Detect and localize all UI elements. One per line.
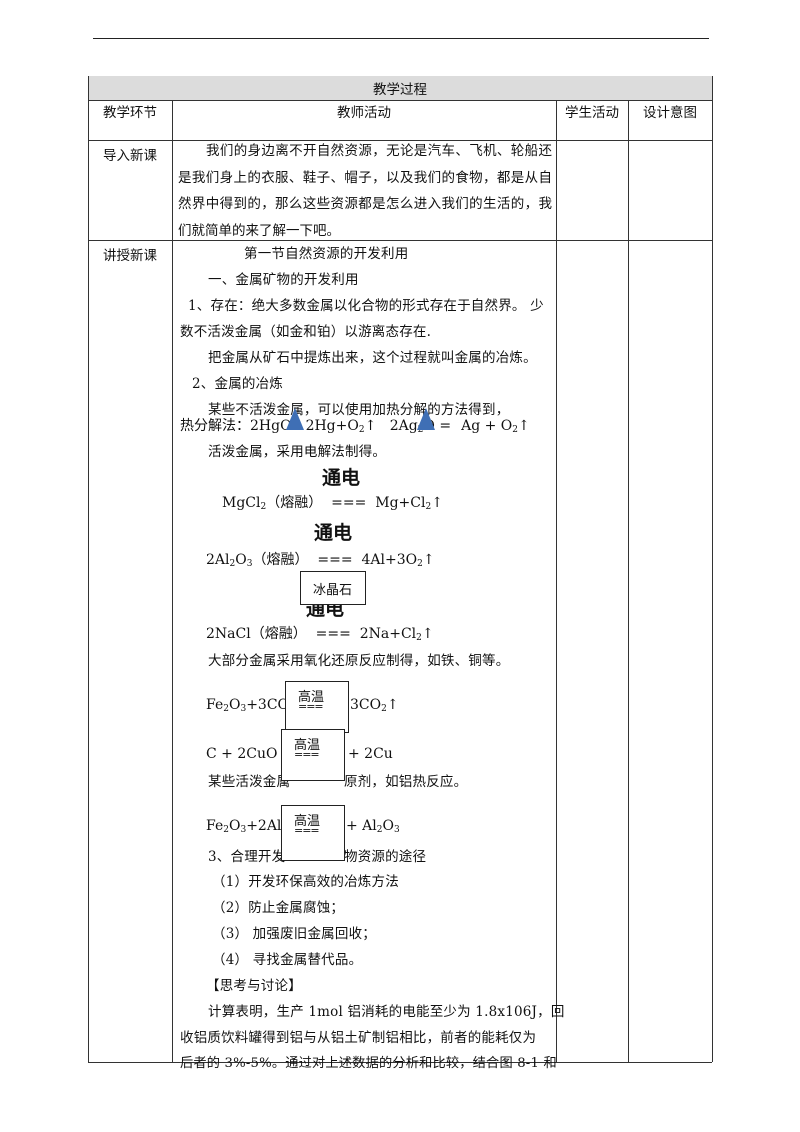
heat-triangle-icon	[286, 408, 304, 430]
c-cuo-products: + 2Cu	[348, 746, 393, 762]
fe-co-products: 3CO2↑	[350, 697, 399, 714]
lesson-table: 教学过程 教学环节 教师活动 学生活动 设计意图 导入新课 我们的身边离不开自然…	[88, 76, 713, 1063]
approach-item-2: （2）防止金属腐蚀；	[212, 900, 345, 916]
row-label-teach: 讲授新课	[103, 248, 157, 264]
electrolysis-condition: 通电	[314, 522, 353, 544]
exist-line-2: 数不活泼金属（如金和铂）以游离态存在.	[180, 324, 432, 340]
c-cuo-equation: C + 2CuO	[206, 746, 278, 762]
high-temp-box: 高温 ===	[281, 805, 345, 861]
heat-triangle-icon	[417, 408, 435, 430]
table-border	[172, 100, 173, 1062]
cryolite-box: 冰晶石	[300, 571, 366, 605]
think-line-3: 后者的 3%-5%。通过对上述数据的分析和比较，结合图 8-1 和	[180, 1056, 557, 1071]
active-metal-text: 活泼金属，采用电解法制得。	[208, 444, 387, 460]
approach-item-3: （3） 加强废旧金属回收；	[212, 926, 376, 942]
section-title: 第一节自然资源的开发利用	[244, 246, 409, 262]
fe-co-equation: Fe2O3+3CO	[206, 697, 290, 714]
part1-title: 一、金属矿物的开发利用	[208, 272, 359, 288]
table-border	[88, 76, 89, 1062]
row-label-intro: 导入新课	[103, 148, 157, 164]
approach-item-4: （4） 寻找金属替代品。	[212, 952, 363, 968]
header-teacher: 教师活动	[337, 105, 391, 121]
fe-al-products: + Al2O3	[346, 818, 400, 835]
part3-title-b: 物资源的途径	[344, 849, 427, 865]
redox-text: 大部分金属采用氧化还原反应制得，如铁、铜等。	[208, 653, 510, 669]
header-stage: 教学环节	[103, 105, 157, 121]
think-line-2: 收铝质饮料罐得到铝与从铝土矿制铝相比，前者的能耗仅为	[180, 1030, 537, 1046]
part3-title-a: 3、合理开发	[208, 849, 286, 865]
al-reductant-text-a: 某些活泼金属	[208, 774, 291, 790]
electrolysis-condition: 通电	[322, 467, 361, 489]
table-border	[88, 1062, 712, 1063]
table-border	[712, 76, 713, 1062]
table-title: 教学过程	[88, 76, 712, 100]
table-border	[628, 100, 629, 1062]
smelt-definition: 把金属从矿石中提炼出来，这个过程就叫金属的冶炼。	[208, 350, 537, 366]
nacl-equation: 2NaCl（熔融） === 2Na+Cl2↑	[206, 626, 434, 643]
table-border	[88, 240, 712, 241]
table-border	[88, 100, 712, 101]
high-temp-box: 高温 ===	[281, 729, 345, 781]
approach-item-1: （1）开发环保高效的冶炼方法	[212, 874, 399, 890]
header-student: 学生活动	[565, 105, 619, 121]
thermal-label: 热分解法：	[180, 418, 250, 434]
header-design: 设计意图	[643, 105, 697, 121]
high-temp-box: 高温 ===	[285, 681, 349, 733]
think-line-1: 计算表明，生产 1mol 铝消耗的电能至少为 1.8x106J，回	[208, 1004, 565, 1020]
al2o3-equation: 2Al2O3（熔融） === 4Al+3O2↑	[206, 552, 435, 569]
exist-line-1: 1、存在：绝大多数金属以化合物的形式存在于自然界。 少	[188, 298, 544, 314]
table-border	[88, 140, 712, 141]
think-discuss-title: 【思考与讨论】	[206, 978, 302, 994]
intro-paragraph: 我们的身边离不开自然资源，无论是汽车、飞机、轮船还是我们身上的衣服、鞋子、帽子，…	[178, 143, 552, 239]
al-reductant-text-b: 原剂，如铝热反应。	[344, 774, 468, 790]
table-border	[556, 100, 557, 1062]
mgcl2-equation: MgCl2（熔融） === Mg+Cl2↑	[222, 495, 443, 512]
smelt-title: 2、金属的冶炼	[192, 376, 283, 392]
top-rule	[93, 38, 709, 39]
